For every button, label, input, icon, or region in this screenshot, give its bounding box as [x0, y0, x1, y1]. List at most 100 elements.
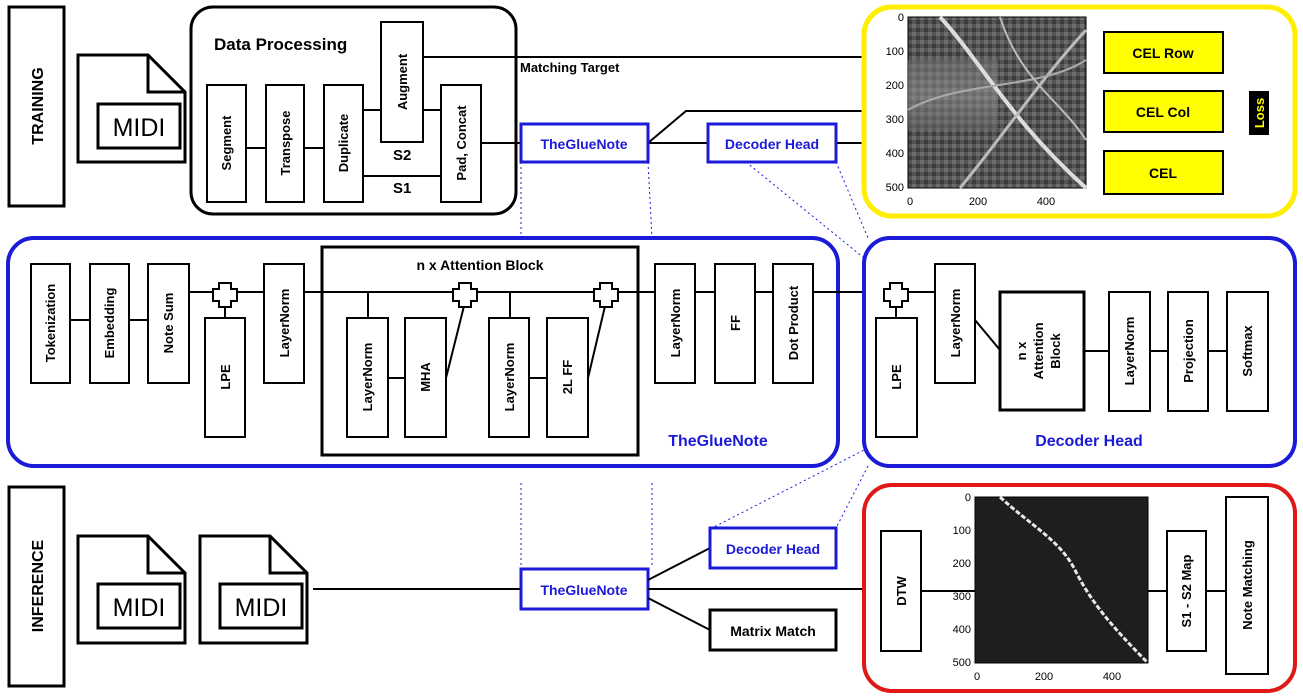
midi-file-icon: MIDI: [76, 53, 187, 164]
plus-node: [452, 282, 478, 308]
x-tick-label: 0: [974, 671, 980, 683]
svg-text:INFERENCE: INFERENCE: [30, 539, 47, 632]
svg-text:Note Sum: Note Sum: [161, 293, 176, 354]
note-matching-block: Note Matching: [1225, 496, 1269, 675]
transpose-block: Transpose: [265, 84, 305, 203]
svg-text:FF: FF: [728, 315, 743, 331]
decoder-caption: Decoder Head: [1035, 433, 1143, 450]
svg-text:Transpose: Transpose: [278, 110, 293, 175]
embedding-block: Embedding: [89, 263, 130, 384]
data-processing-panel: Data Processing S2 S1 Segment Transpose …: [189, 5, 518, 216]
svg-text:Dot Product: Dot Product: [786, 285, 801, 360]
x-tick-label: 200: [969, 196, 987, 208]
attention-block-container: n x Attention Block LayerNorm MHA: [304, 245, 640, 457]
svg-text:Decoder Head: Decoder Head: [726, 541, 820, 557]
svg-text:Matrix Match: Matrix Match: [730, 623, 816, 639]
inference-section-label: INFERENCE: [7, 485, 66, 688]
gluenote-box: TheGlueNote: [519, 567, 650, 611]
svg-text:Block: Block: [1048, 333, 1063, 369]
svg-text:n x Attention Block: n x Attention Block: [416, 257, 543, 273]
svg-text:S2: S2: [393, 147, 411, 164]
svg-text:LPE: LPE: [218, 364, 233, 390]
svg-text:MHA: MHA: [418, 362, 433, 392]
s1-s2-map-block: S1 - S2 Map: [1166, 530, 1207, 652]
projection-block: Projection: [1167, 291, 1209, 412]
y-tick-label: 300: [886, 114, 904, 126]
x-tick-label: 200: [1035, 671, 1053, 683]
svg-text:Duplicate: Duplicate: [336, 114, 351, 173]
decoder-layernorm-block: LayerNorm: [1108, 291, 1151, 412]
plus-node: [593, 282, 619, 308]
gluenote-box: TheGlueNote: [519, 122, 650, 164]
dot-product-block: Dot Product: [772, 263, 814, 384]
tokenization-block: Tokenization: [30, 263, 71, 384]
x-tick-label: 0: [907, 196, 913, 208]
y-tick-label: 100: [953, 525, 971, 537]
lpe-block: LPE: [204, 317, 246, 438]
svg-text:Attention: Attention: [1031, 322, 1046, 379]
svg-text:Projection: Projection: [1181, 319, 1196, 383]
svg-text:Data Processing: Data Processing: [214, 35, 347, 54]
duplicate-block: Duplicate: [323, 84, 364, 203]
y-tick-label: 200: [953, 558, 971, 570]
svg-text:LayerNorm: LayerNorm: [668, 289, 683, 358]
decoder-detail-panel: LPE LayerNorm n x Attention Block LayerN…: [862, 236, 1297, 468]
decoder-attention-block: n x Attention Block: [998, 290, 1086, 412]
svg-text:Loss: Loss: [1252, 98, 1267, 128]
svg-text:LayerNorm: LayerNorm: [360, 343, 375, 412]
svg-text:n x: n x: [1014, 341, 1029, 361]
cel-col-box: CEL Col: [1103, 90, 1224, 133]
alignment-panel: DTW 0 100 200 300 400 500 0 200 400 S1 -…: [862, 483, 1297, 693]
gluenote-caption: TheGlueNote: [668, 433, 768, 450]
dtw-path-plot: 0 100 200 300 400 500 0 200 400: [953, 492, 1150, 683]
similarity-matrix-plot: 0 100 200 300 400 500 0 200 400: [886, 12, 1088, 208]
cel-row-box: CEL Row: [1103, 31, 1224, 74]
gluenote-detail-panel: Tokenization Embedding Note Sum LPE Laye…: [6, 236, 887, 468]
mha-block: MHA: [404, 317, 447, 438]
plus-node: [883, 282, 909, 308]
y-tick-label: 500: [953, 657, 971, 669]
loss-panel: 0 100 200 300 400 500 0 200 400 CEL Row …: [861, 4, 1298, 219]
svg-text:Embedding: Embedding: [102, 288, 117, 359]
midi-file-icon: MIDI: [198, 534, 309, 645]
plus-node: [212, 282, 238, 308]
svg-text:Decoder Head: Decoder Head: [725, 136, 819, 152]
y-tick-label: 0: [965, 492, 971, 504]
svg-text:Softmax: Softmax: [1240, 325, 1255, 377]
midi-file-icon: MIDI: [76, 534, 187, 645]
svg-text:Pad, Concat: Pad, Concat: [454, 105, 469, 181]
svg-text:Note Matching: Note Matching: [1240, 540, 1255, 630]
attention-layernorm-block: LayerNorm: [488, 317, 530, 438]
svg-text:DTW: DTW: [894, 575, 909, 605]
svg-text:MIDI: MIDI: [113, 594, 166, 622]
svg-text:CEL Col: CEL Col: [1136, 104, 1190, 120]
svg-text:TheGlueNote: TheGlueNote: [540, 582, 627, 598]
cel-box: CEL: [1103, 150, 1224, 195]
y-tick-label: 300: [953, 591, 971, 603]
svg-text:CEL: CEL: [1149, 165, 1177, 181]
svg-text:TRAINING: TRAINING: [30, 67, 47, 144]
decoder-head-box: Decoder Head: [706, 122, 838, 164]
loss-label: Loss: [1249, 91, 1269, 135]
y-tick-label: 200: [886, 80, 904, 92]
augment-block: Augment: [380, 21, 424, 143]
svg-text:MIDI: MIDI: [113, 114, 166, 142]
svg-text:LayerNorm: LayerNorm: [502, 343, 517, 412]
svg-text:CEL Row: CEL Row: [1132, 45, 1193, 61]
svg-text:LayerNorm: LayerNorm: [277, 289, 292, 358]
y-tick-label: 0: [898, 12, 904, 24]
svg-text:Augment: Augment: [395, 53, 410, 110]
svg-text:LPE: LPE: [889, 364, 904, 390]
svg-text:Tokenization: Tokenization: [43, 284, 58, 363]
svg-text:S1 - S2 Map: S1 - S2 Map: [1179, 554, 1194, 627]
pad-concat-block: Pad, Concat: [440, 84, 482, 203]
layernorm-block: LayerNorm: [263, 263, 305, 384]
svg-text:2L FF: 2L FF: [560, 360, 575, 394]
y-tick-label: 500: [886, 182, 904, 194]
svg-text:LayerNorm: LayerNorm: [1122, 317, 1137, 386]
note-sum-block: Note Sum: [147, 263, 190, 384]
matching-target-label: Matching Target: [520, 60, 620, 75]
x-tick-label: 400: [1037, 196, 1055, 208]
svg-text:TheGlueNote: TheGlueNote: [540, 136, 627, 152]
